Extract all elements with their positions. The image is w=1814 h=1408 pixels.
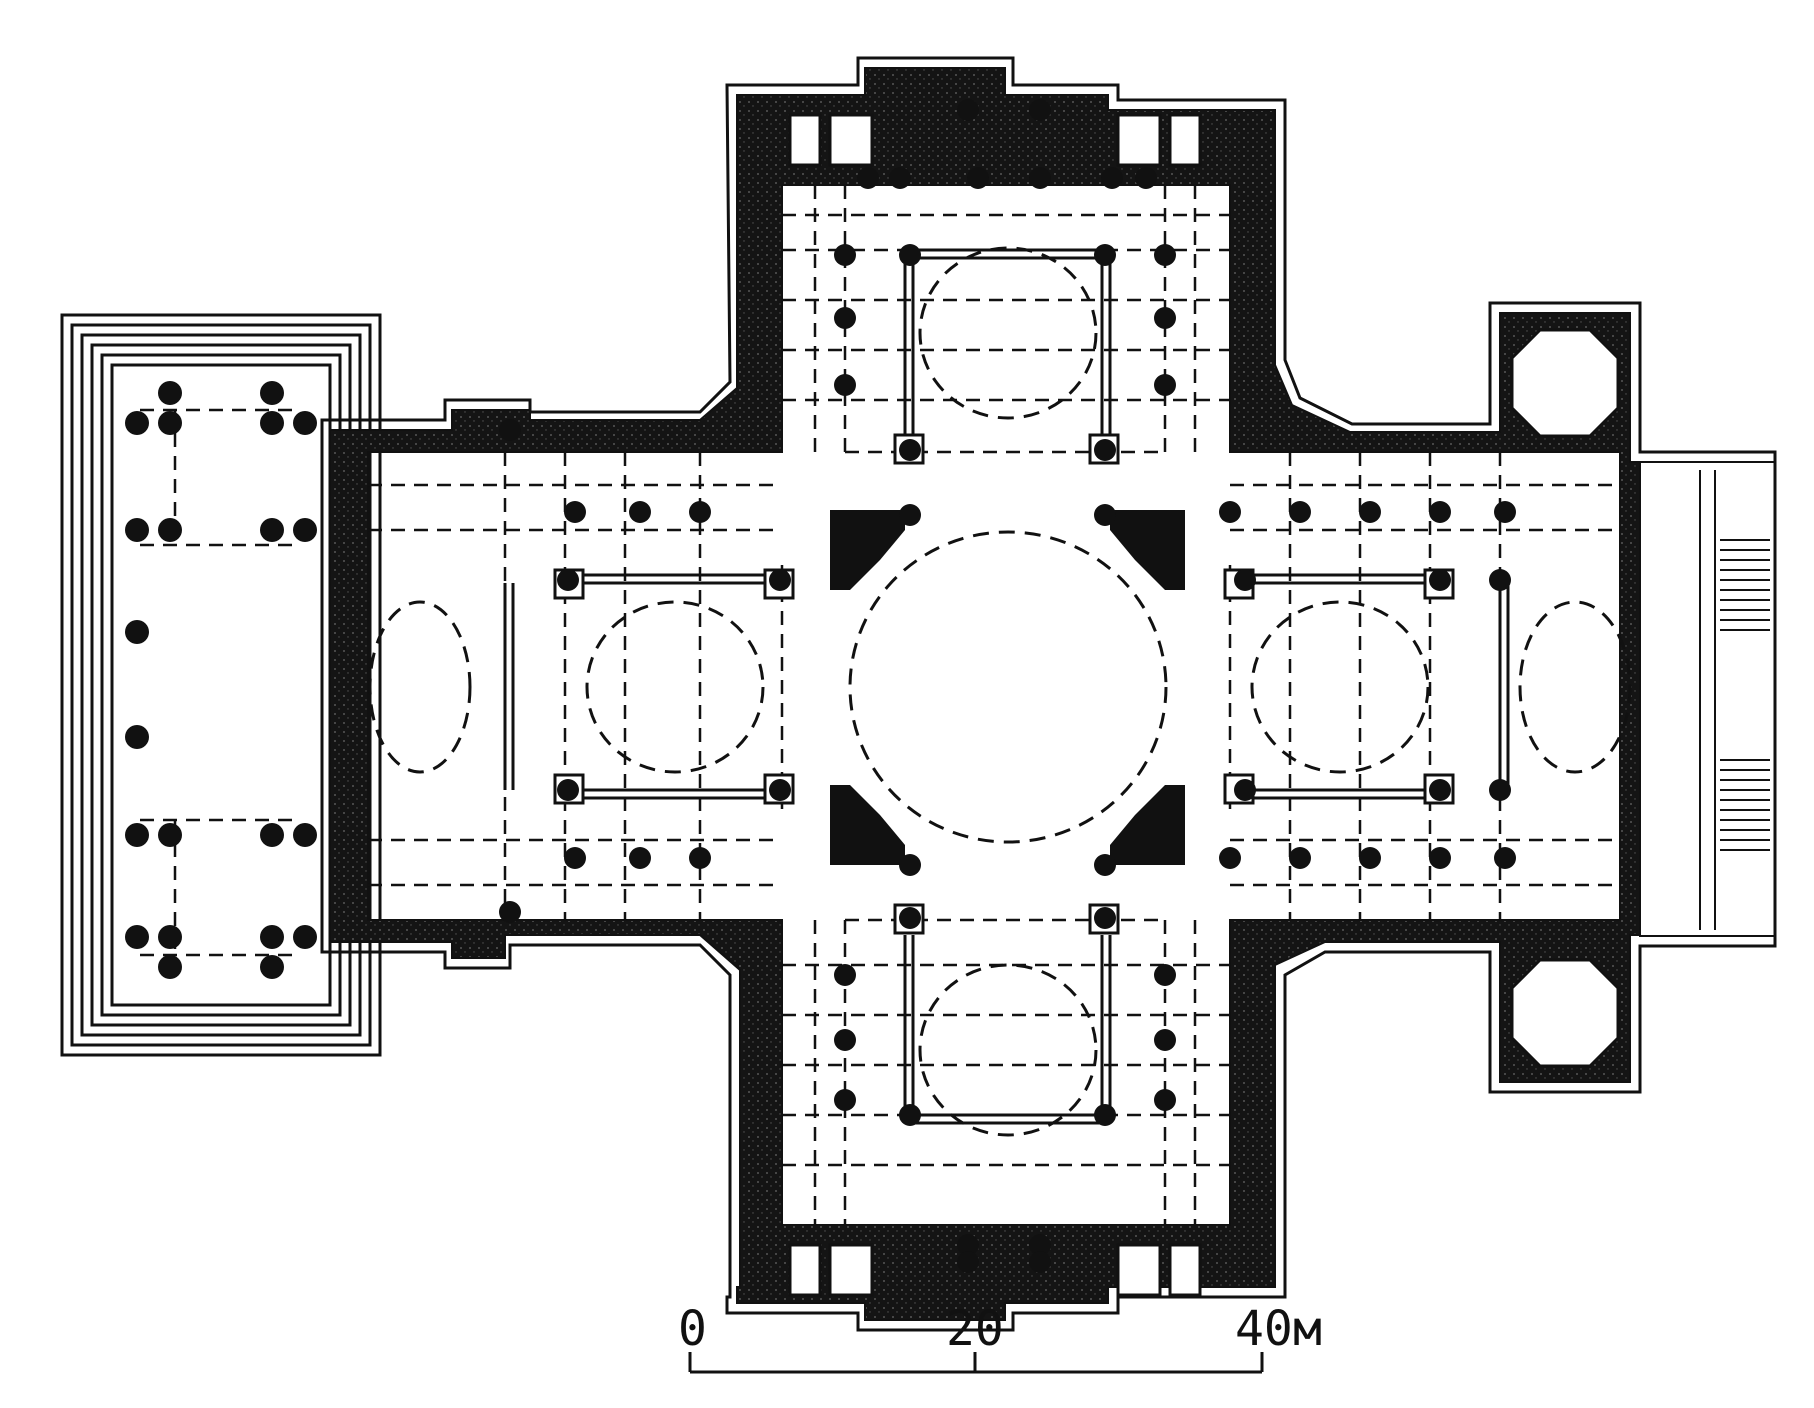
- crossing-piers: [830, 510, 1185, 865]
- arcade-rails: [503, 248, 1510, 1125]
- east-towers: [1510, 328, 1620, 1068]
- scale-label-0: 0: [678, 1301, 707, 1357]
- vault-circles: [368, 246, 1632, 1137]
- columns: [125, 99, 1516, 1273]
- east-stairs: [1639, 461, 1776, 937]
- scale-bar: 0 20 40 м: [678, 1301, 1322, 1374]
- pier-blocks: [553, 113, 1455, 1297]
- scale-label-40: 40: [1235, 1301, 1293, 1357]
- scale-label-20: 20: [946, 1301, 1004, 1357]
- vault-grid: [140, 185, 1620, 1225]
- scale-unit: м: [1293, 1301, 1322, 1357]
